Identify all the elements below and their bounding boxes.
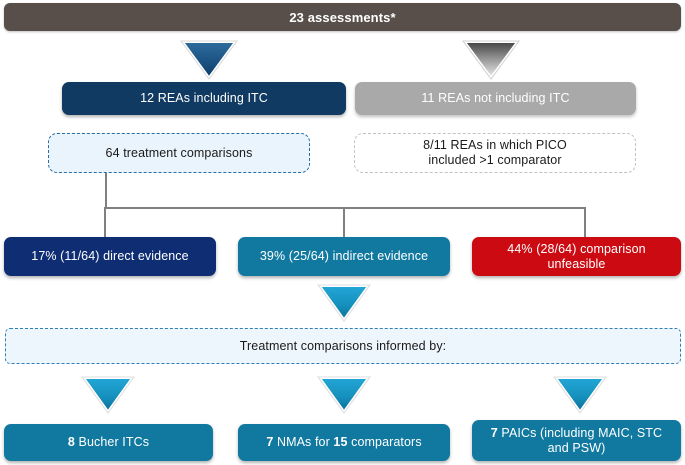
box-bucher-itcs-label: 8 Bucher ITCs: [10, 435, 207, 450]
box-comparison-unfeasible: 44% (28/64) comparison unfeasible: [472, 237, 681, 276]
box-direct-evidence: 17% (11/64) direct evidence: [4, 237, 216, 276]
connector-stem-vertical: [105, 173, 107, 208]
box-reas-including-itc: 12 REAs including ITC: [62, 82, 346, 115]
header-label: 23 assessments*: [289, 9, 396, 25]
bucher-count: 8: [67, 435, 75, 449]
connector-branch-right: [584, 207, 586, 238]
box-reas-not-including-itc-label: 11 REAs not including ITC: [421, 91, 570, 105]
box-direct-evidence-label: 17% (11/64) direct evidence: [31, 249, 189, 263]
down-triangle-cyan-icon: [551, 374, 609, 416]
box-nmas-label: 7 NMAs for 15 comparators: [244, 435, 444, 450]
pico-line-1: 8/11 REAs in which PICO: [423, 138, 567, 152]
down-triangle-cyan-icon: [315, 282, 373, 324]
paic-line-2: and PSW): [547, 440, 606, 455]
bucher-text: Bucher ITCs: [74, 435, 150, 449]
down-triangle-cyan-icon: [79, 374, 137, 416]
band-label: Treatment comparisons informed by:: [239, 338, 447, 353]
band-treatment-comparisons-informed-by: Treatment comparisons informed by:: [5, 328, 681, 364]
box-indirect-evidence: 39% (25/64) indirect evidence: [238, 237, 450, 276]
down-triangle-grey-icon: [460, 38, 522, 82]
connector-branch-middle: [343, 207, 345, 238]
nma-mid: NMAs for: [273, 435, 334, 449]
box-treatment-comparisons-label: 64 treatment comparisons: [105, 145, 253, 160]
paic-line-1: PAICs (including MAIC, STC: [497, 425, 663, 440]
box-pico-comparator: 8/11 REAs in which PICO included >1 comp…: [354, 133, 636, 173]
box-reas-including-itc-label: 12 REAs including ITC: [140, 91, 268, 105]
nma-count: 7: [266, 435, 274, 449]
box-pico-comparator-label: 8/11 REAs in which PICO included >1 comp…: [361, 138, 629, 168]
box-indirect-evidence-label: 39% (25/64) indirect evidence: [259, 249, 429, 263]
box-bucher-itcs: 8 Bucher ITCs: [4, 424, 213, 461]
pico-line-2: included >1 comparator: [428, 153, 562, 167]
connector-branch-left: [104, 207, 106, 238]
box-treatment-comparisons: 64 treatment comparisons: [48, 133, 310, 173]
box-reas-not-including-itc: 11 REAs not including ITC: [355, 82, 636, 115]
header-total-assessments: 23 assessments*: [4, 3, 681, 31]
nma-tail: comparators: [347, 435, 422, 449]
nma-count2: 15: [333, 435, 348, 449]
down-triangle-navy-icon: [178, 38, 240, 82]
down-triangle-cyan-icon: [315, 374, 373, 416]
box-comparison-unfeasible-label: 44% (28/64) comparison unfeasible: [478, 242, 675, 272]
box-nmas: 7 NMAs for 15 comparators: [238, 424, 450, 461]
unfeasible-line-1: 44% (28/64) comparison: [507, 241, 646, 256]
unfeasible-line-2: unfeasible: [547, 256, 606, 271]
paic-count: 7: [490, 425, 498, 440]
